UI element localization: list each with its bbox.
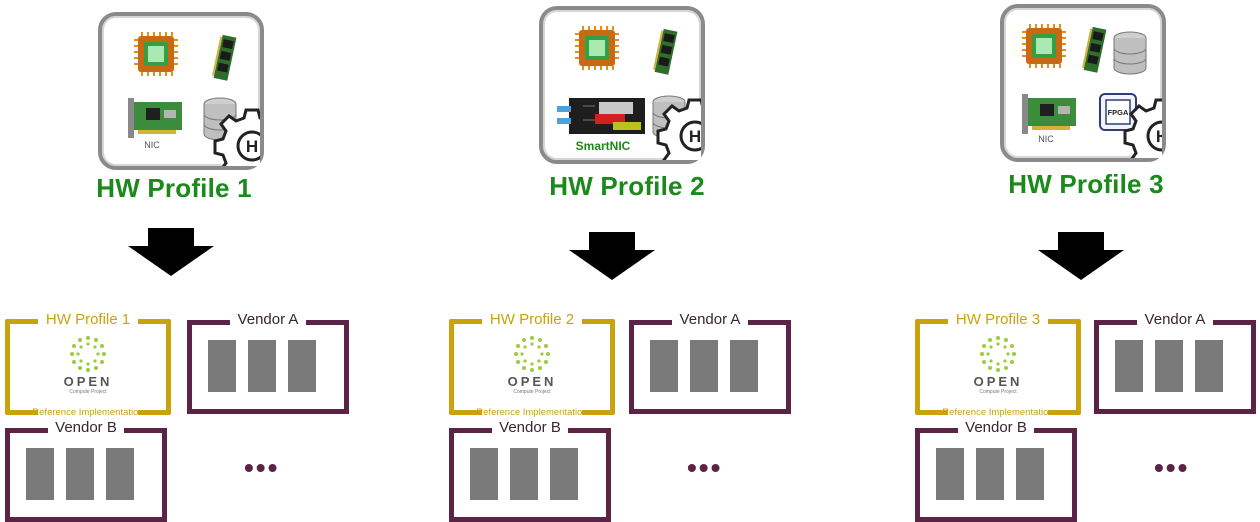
vendor-b-box: Vendor B — [915, 420, 1077, 522]
reference-implementation-box: HW Profile 3 OPEN Compute Project Refere… — [915, 312, 1081, 418]
vendor-component — [248, 340, 276, 392]
svg-text:FPGA: FPGA — [1108, 108, 1129, 117]
vendor-component — [690, 340, 718, 392]
smartnic-icon — [557, 98, 645, 134]
memory-icon — [653, 28, 678, 75]
vendor-b-box: Vendor B — [449, 420, 611, 522]
ocp-logo-icon — [980, 336, 1016, 372]
reference-title: HW Profile 3 — [955, 311, 1041, 328]
cpu-icon — [134, 32, 178, 76]
more-vendors-ellipsis: ••• — [1154, 452, 1190, 483]
ocp-wordmark: OPEN — [63, 374, 113, 389]
profile-title: HW Profile 1 — [96, 173, 252, 203]
vendor-component — [976, 448, 1004, 500]
server-card: NIC H — [98, 12, 264, 170]
svg-text:H: H — [1156, 127, 1162, 146]
reference-title: HW Profile 2 — [489, 311, 575, 328]
gear-icon: H — [656, 98, 701, 160]
reference-footer: Reference Implementation — [32, 407, 144, 418]
more-vendors-ellipsis: ••• — [244, 452, 280, 483]
svg-text:H: H — [689, 127, 701, 146]
vendor-a-box: Vendor A — [629, 312, 791, 414]
vendor-component — [470, 448, 498, 500]
down-arrow-icon — [1038, 232, 1124, 280]
vendor-component — [1155, 340, 1183, 392]
vendor-title: Vendor A — [1144, 311, 1206, 328]
fpga-icon: FPGA — [1099, 93, 1137, 131]
vendor-component — [730, 340, 758, 392]
down-arrow-icon — [128, 228, 214, 276]
vendor-component — [66, 448, 94, 500]
gear-icon: H — [1123, 98, 1162, 158]
profile-column-1: NIC H HW Profile 1 HW Profile 1 — [0, 0, 420, 522]
nic-label: NIC — [1038, 134, 1054, 144]
vendor-title: Vendor A — [237, 311, 299, 328]
gear-icon: H — [213, 108, 260, 166]
vendor-component — [1115, 340, 1143, 392]
vendor-component — [26, 448, 54, 500]
reference-title: HW Profile 1 — [45, 311, 131, 328]
vendor-component — [510, 448, 538, 500]
svg-text:H: H — [246, 137, 258, 156]
ocp-logo-icon — [514, 336, 550, 372]
vendor-component — [650, 340, 678, 392]
vendor-title: Vendor B — [499, 419, 561, 436]
ocp-wordmark: OPEN — [507, 374, 557, 389]
reference-footer: Reference Implementation — [476, 407, 588, 418]
cpu-icon — [575, 26, 619, 70]
ocp-subtitle: Compute Project — [69, 389, 107, 395]
server-card: SmartNIC H — [539, 6, 705, 164]
vendor-b-box: Vendor B — [5, 420, 167, 522]
cpu-icon — [1022, 24, 1066, 68]
vendor-component — [936, 448, 964, 500]
profile-title: HW Profile 3 — [1008, 169, 1164, 199]
ocp-wordmark: OPEN — [973, 374, 1023, 389]
profile-column-2: SmartNIC H HW Profile 2 HW Profile 2 — [441, 0, 861, 522]
more-vendors-ellipsis: ••• — [687, 452, 723, 483]
vendor-component — [550, 448, 578, 500]
profile-title: HW Profile 2 — [549, 171, 705, 201]
vendor-component — [1016, 448, 1044, 500]
vendor-component — [208, 340, 236, 392]
vendor-component — [288, 340, 316, 392]
vendor-a-box: Vendor A — [187, 312, 349, 414]
ocp-subtitle: Compute Project — [513, 389, 551, 395]
vendor-title: Vendor B — [965, 419, 1027, 436]
ocp-subtitle: Compute Project — [979, 389, 1017, 395]
reference-implementation-box: HW Profile 1 OPEN Compute Project Refere… — [5, 312, 171, 418]
memory-icon — [212, 34, 237, 81]
server-card: NIC FPGA H — [1000, 4, 1166, 162]
nic-icon — [128, 98, 182, 138]
reference-footer: Reference Implementation — [942, 407, 1054, 418]
nic-label: NIC — [144, 140, 160, 150]
down-arrow-icon — [569, 232, 655, 280]
vendor-a-box: Vendor A — [1094, 312, 1256, 414]
nic-icon — [1022, 94, 1076, 134]
vendor-title: Vendor B — [55, 419, 117, 436]
disk-icon — [1113, 31, 1147, 75]
vendor-component — [106, 448, 134, 500]
reference-implementation-box: HW Profile 2 OPEN Compute Project Refere… — [449, 312, 615, 418]
ocp-logo-icon — [70, 336, 106, 372]
smartnic-label: SmartNIC — [576, 139, 631, 153]
vendor-component — [1195, 340, 1223, 392]
profile-column-3: NIC FPGA H HW Profile 3 HW Profile 3 — [910, 0, 1260, 522]
vendor-title: Vendor A — [679, 311, 741, 328]
memory-icon — [1082, 26, 1107, 73]
